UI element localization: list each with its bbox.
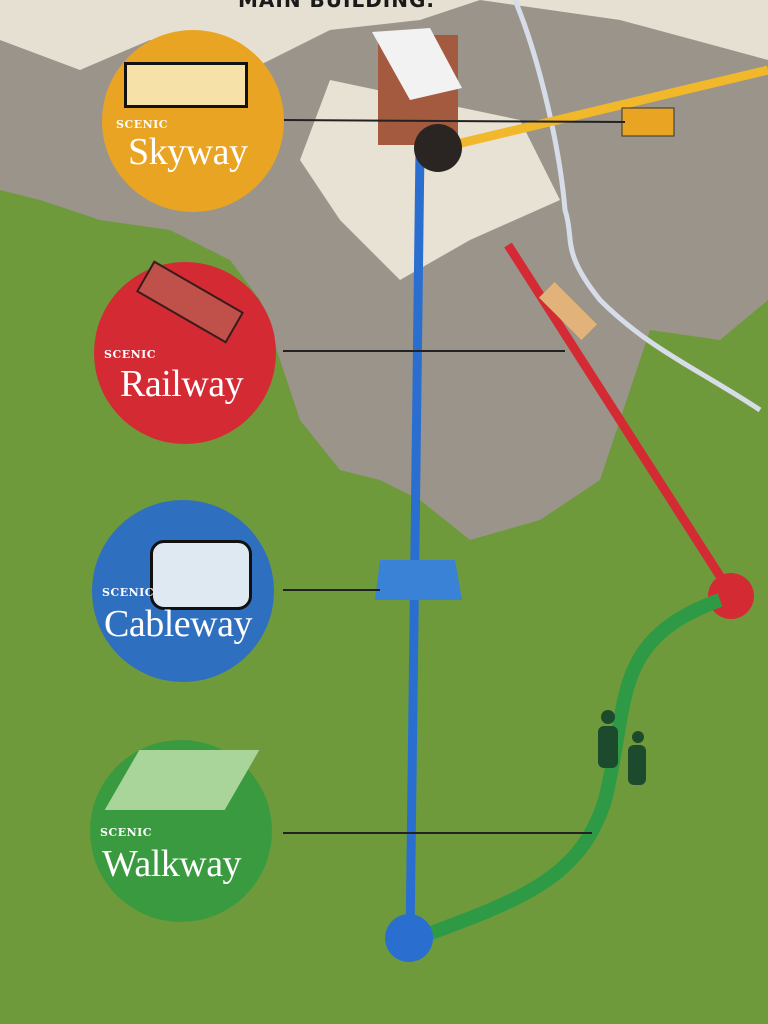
cableway-label: Cableway: [104, 603, 252, 645]
cableway-line: [405, 147, 425, 939]
walkway-trail: [409, 593, 723, 947]
skyway-gondola-icon: [124, 62, 248, 108]
railway-badge[interactable]: SCENIC Railway: [94, 260, 276, 444]
hikers-icon: [598, 710, 646, 785]
railway-label: Railway: [120, 363, 244, 405]
river: [512, 0, 762, 413]
plateau: [300, 80, 560, 280]
railway-car: [539, 282, 597, 340]
railway-car-icon: [135, 260, 245, 344]
main-building-title: MAIN BUILDING.: [238, 0, 435, 12]
skyway-badge[interactable]: SCENIC Skyway: [102, 30, 284, 212]
top-station: [414, 124, 462, 172]
boardwalk-walkers-icon: [104, 750, 260, 810]
cableway-cabin-icon: [150, 540, 252, 610]
skyway-car: [621, 107, 675, 137]
skyway-line: [438, 65, 768, 153]
walkway-badge[interactable]: SCENIC Walkway: [90, 740, 272, 922]
bottom-station: [385, 914, 433, 962]
cableway-badge[interactable]: SCENIC Cableway: [92, 500, 274, 682]
skyway-connector: [282, 119, 626, 123]
cableway-scenic-label: SCENIC: [102, 586, 155, 599]
railway-scenic-label: SCENIC: [104, 348, 157, 361]
cableway-car: [375, 560, 462, 600]
walkway-label: Walkway: [102, 843, 242, 885]
main-building-roof: [372, 28, 462, 100]
skyway-scenic-label: SCENIC: [116, 118, 169, 131]
walkway-scenic-label: SCENIC: [100, 826, 153, 839]
skyway-label: Skyway: [128, 131, 248, 173]
